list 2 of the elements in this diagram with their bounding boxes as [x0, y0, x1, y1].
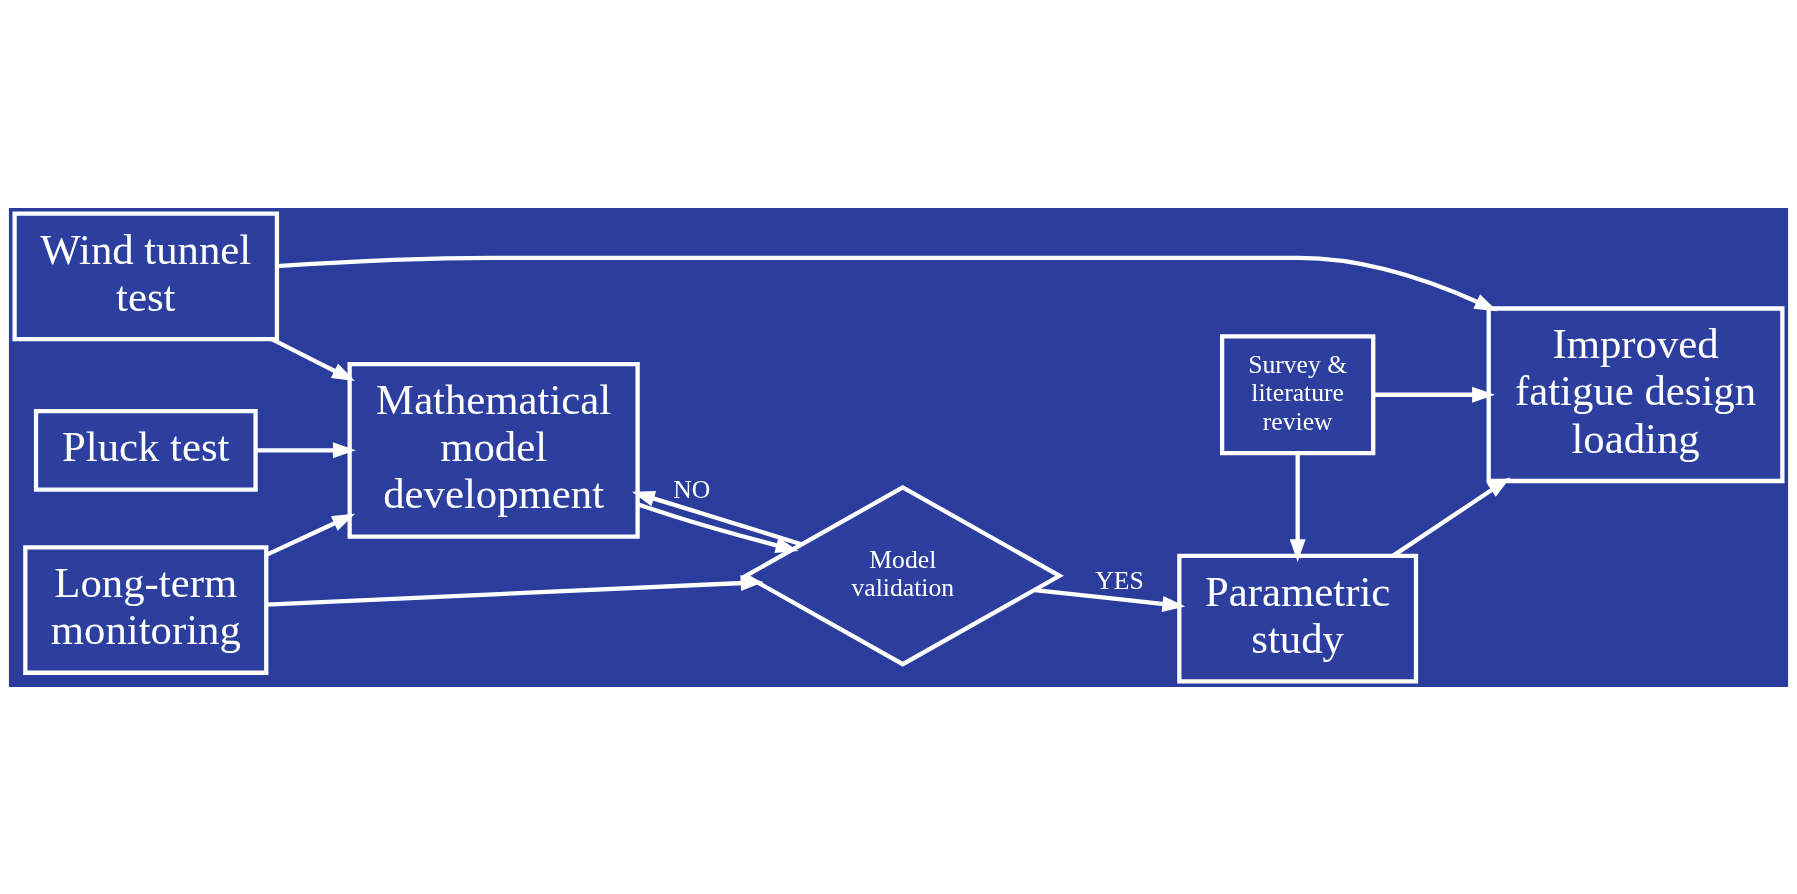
edge-label: YES — [1095, 565, 1144, 595]
edge-label: NO — [673, 474, 711, 504]
